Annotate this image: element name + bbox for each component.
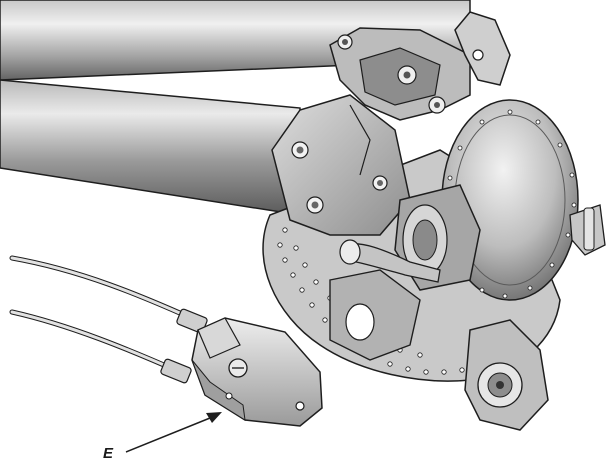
sensor-module (191, 317, 323, 427)
dropout-plate (271, 94, 411, 236)
axle-end (569, 204, 606, 256)
callout-leader (125, 417, 211, 453)
brake-caliper (329, 27, 471, 121)
callout-label: E (103, 445, 114, 462)
callout-e: E (103, 412, 222, 462)
spoke-holes (445, 109, 577, 299)
upper-bracket (454, 11, 511, 86)
axle-assembly (339, 184, 481, 291)
sensor-cables (9, 255, 203, 375)
lower-link (329, 269, 421, 361)
quick-release-lever (344, 243, 441, 283)
derailleur-pulley (464, 319, 549, 431)
lower-tube (0, 79, 301, 216)
callout-arrowhead (206, 412, 222, 423)
